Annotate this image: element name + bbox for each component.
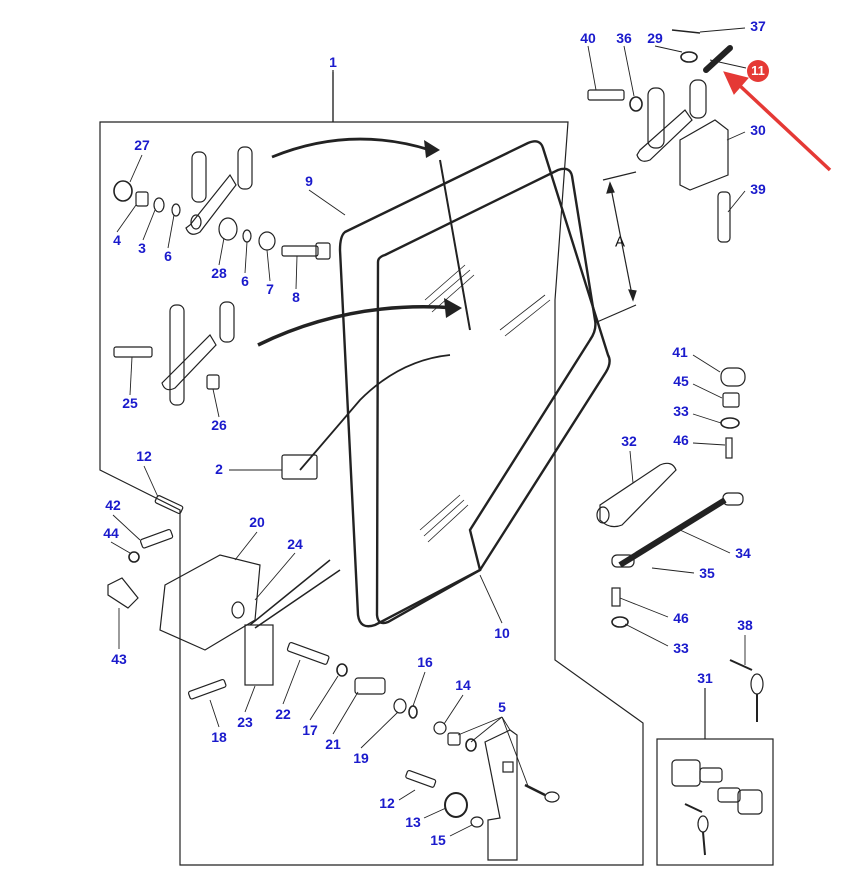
part-label-12[interactable]: 12 [379,795,395,811]
part-label-46[interactable]: 46 [673,610,689,626]
part-label-21[interactable]: 21 [325,736,341,752]
part-label-16[interactable]: 16 [417,654,433,670]
part-label-33[interactable]: 33 [673,640,689,656]
part-label-15[interactable]: 15 [430,832,446,848]
part-label-34[interactable]: 34 [735,545,751,561]
highlight-badge[interactable]: 11 [747,60,769,82]
assembly-boundary [99,72,644,866]
part-label-14[interactable]: 14 [455,677,471,693]
part-label-7[interactable]: 7 [266,281,274,297]
door-frame-9 [338,140,611,628]
part-label-28[interactable]: 28 [211,265,227,281]
door-glass-10 [375,167,597,625]
part-label-22[interactable]: 22 [275,706,291,722]
part-label-8[interactable]: 8 [292,289,300,305]
part-label-1[interactable]: 1 [329,54,337,70]
part-label-18[interactable]: 18 [211,729,227,745]
part-label-45[interactable]: 45 [673,373,689,389]
dimension-label-a: A [614,233,626,251]
part-label-12[interactable]: 12 [136,448,152,464]
part-label-6[interactable]: 6 [241,273,249,289]
part-label-38[interactable]: 38 [737,617,753,633]
part-label-25[interactable]: 25 [122,395,138,411]
arrow-upper-hinge [271,137,431,159]
part-label-3[interactable]: 3 [138,240,146,256]
part-label-31[interactable]: 31 [697,670,713,686]
part-label-24[interactable]: 24 [287,536,303,552]
lower-hinge [161,301,235,406]
arrow-lower-hinge [257,305,456,347]
part-label-13[interactable]: 13 [405,814,421,830]
lock-kit-box [656,738,774,866]
part-label-32[interactable]: 32 [621,433,637,449]
part-label-9[interactable]: 9 [305,173,313,189]
part-label-2[interactable]: 2 [215,461,223,477]
highlight-arrow [709,59,832,172]
part-label-4[interactable]: 4 [113,232,121,248]
part-label-46[interactable]: 46 [673,432,689,448]
part-label-37[interactable]: 37 [750,18,766,34]
part-label-27[interactable]: 27 [134,137,150,153]
part-label-10[interactable]: 10 [494,625,510,641]
part-label-39[interactable]: 39 [750,181,766,197]
door-handle-5 [484,729,518,861]
upper-hinge [185,146,253,235]
top-right-hinge [636,79,729,191]
part-label-6[interactable]: 6 [164,248,172,264]
part-label-42[interactable]: 42 [105,497,121,513]
part-label-30[interactable]: 30 [750,122,766,138]
part-label-44[interactable]: 44 [103,525,119,541]
part-label-36[interactable]: 36 [616,30,632,46]
part-label-26[interactable]: 26 [211,417,227,433]
part-label-5[interactable]: 5 [498,699,506,715]
part-label-41[interactable]: 41 [672,344,688,360]
part-label-20[interactable]: 20 [249,514,265,530]
part-label-35[interactable]: 35 [699,565,715,581]
part-label-23[interactable]: 23 [237,714,253,730]
part-label-43[interactable]: 43 [111,651,127,667]
part-label-19[interactable]: 19 [353,750,369,766]
part-label-17[interactable]: 17 [302,722,318,738]
part-label-33[interactable]: 33 [673,403,689,419]
part-label-40[interactable]: 40 [580,30,596,46]
part-label-29[interactable]: 29 [647,30,663,46]
